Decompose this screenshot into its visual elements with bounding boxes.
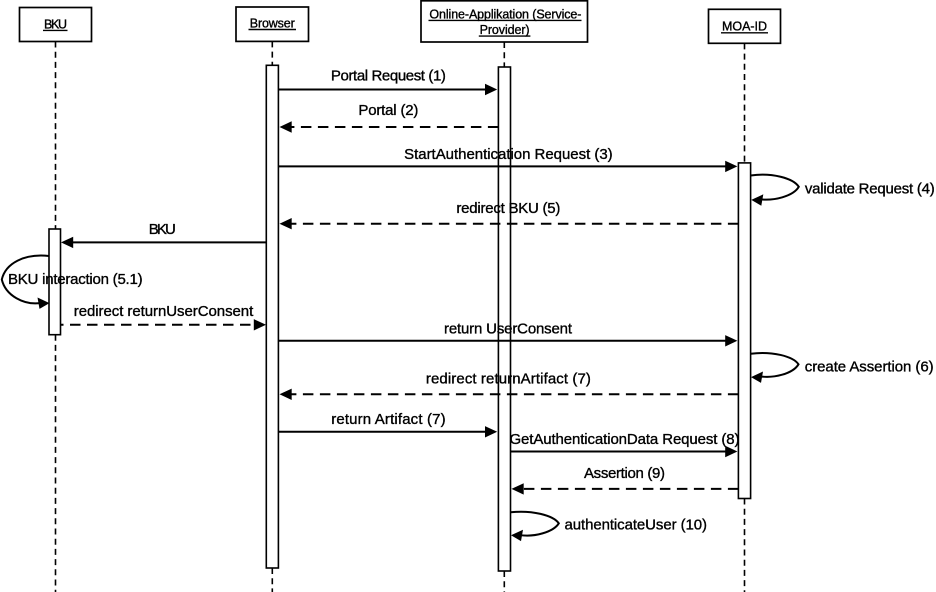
svg-text:Portal Request (1): Portal Request (1) (331, 68, 446, 85)
svg-text:return UserConsent: return UserConsent (444, 320, 573, 337)
svg-text:MOA-ID: MOA-ID (722, 20, 767, 34)
svg-text:return Artifact (7): return Artifact (7) (331, 411, 445, 428)
svg-text:BKU: BKU (149, 221, 176, 238)
svg-text:BKU interaction (5.1): BKU interaction (5.1) (8, 271, 143, 288)
svg-text:redirect BKU (5): redirect BKU (5) (456, 200, 560, 217)
svg-text:create Assertion (6): create Assertion (6) (805, 358, 934, 375)
svg-text:redirect returnArtifact (7): redirect returnArtifact (7) (426, 371, 591, 388)
svg-text:Provider): Provider) (480, 23, 530, 37)
svg-text:validate Request (4): validate Request (4) (805, 181, 935, 198)
svg-text:Browser: Browser (250, 16, 295, 30)
svg-text:Portal (2): Portal (2) (358, 102, 418, 119)
svg-text:BKU: BKU (44, 17, 67, 31)
svg-text:redirect returnUserConsent: redirect returnUserConsent (74, 303, 254, 320)
svg-text:Assertion (9): Assertion (9) (584, 465, 665, 482)
svg-text:Online-Applikation (Service-: Online-Applikation (Service- (429, 7, 581, 21)
svg-text:StartAuthentication Request (3: StartAuthentication Request (3) (404, 146, 613, 163)
svg-text:GetAuthenticationData Request: GetAuthenticationData Request (8) (510, 431, 740, 448)
svg-text:authenticateUser (10): authenticateUser (10) (565, 516, 708, 533)
